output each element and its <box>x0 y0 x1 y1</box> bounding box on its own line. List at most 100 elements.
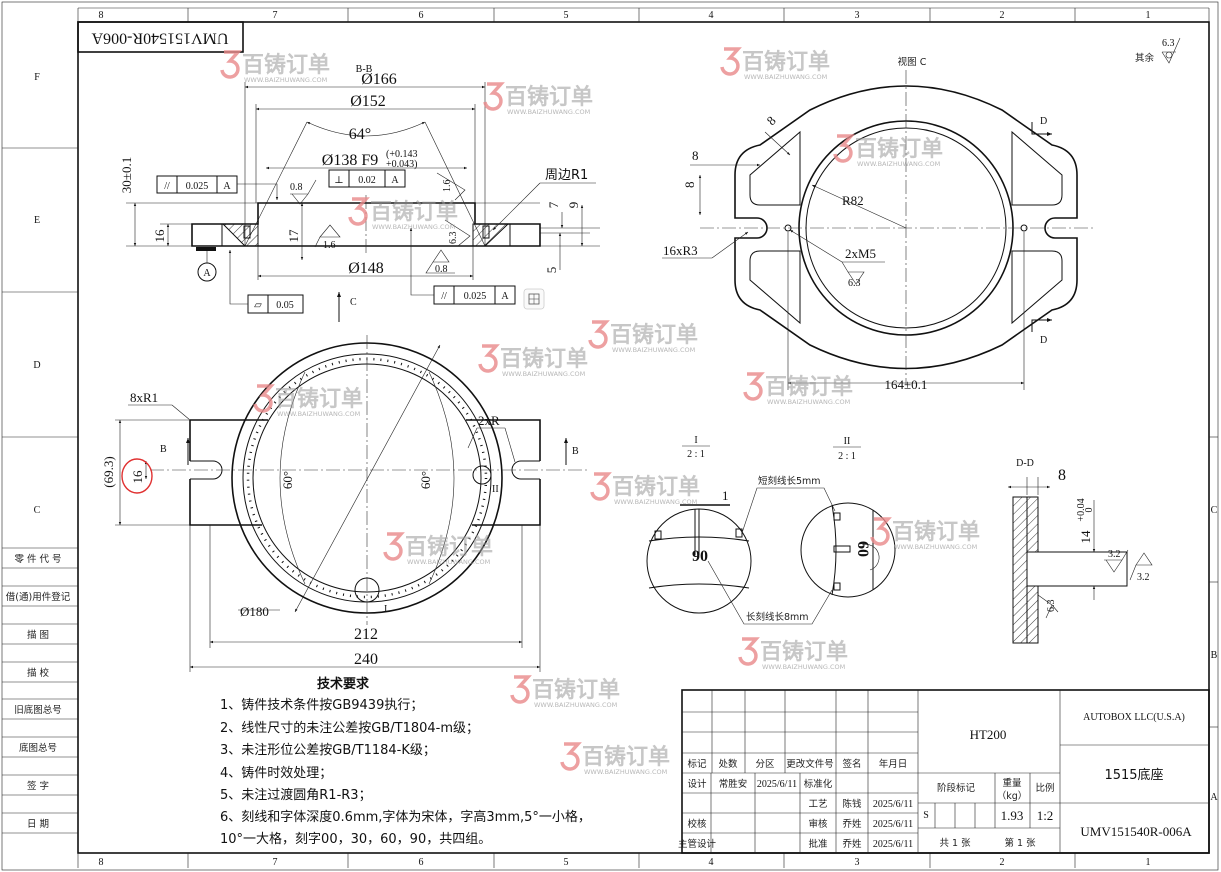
watermark-brand: 百铸订单 <box>612 474 700 500</box>
approve-label: 批准 <box>808 838 828 850</box>
drawing-number-stamp: UMV151540R-006A <box>77 21 244 53</box>
col-number: 2 <box>1000 857 1005 868</box>
approve-date: 2025/6/11 <box>873 839 913 850</box>
detail-dim: 1 <box>722 488 729 503</box>
watermark-url: WWW.BAIZHUWANG.COM <box>507 108 590 116</box>
row-letter: F <box>34 72 40 83</box>
watermark-url: WWW.BAIZHUWANG.COM <box>277 410 360 418</box>
dim-8: 8 <box>764 113 779 128</box>
title-block: 标记 处数 分区 更改文件号 签名 年月日 设计 常胜安 2025/6/11 标… <box>678 689 1210 854</box>
tolerance-lower: +0.043) <box>386 159 417 170</box>
dim-9: 9 <box>566 202 581 209</box>
gdt-symbol: // <box>441 291 447 302</box>
watermark-brand: 百铸订单 <box>742 49 830 75</box>
company-name: AUTOBOX LLC(U.S.A) <box>1083 712 1185 723</box>
section-mark: D <box>1040 335 1047 346</box>
col-number: 3 <box>855 10 860 21</box>
general-roughness-label: 其余 <box>1135 52 1155 64</box>
view-c: 视图 C 8 8 8 R82 16xR3 2xM5 6.3 D D 164±0.… <box>662 56 1095 392</box>
radius-r82: R82 <box>842 193 864 208</box>
gdt-parallelism-frame-2: // 0.025 A <box>409 228 516 305</box>
gdt-flatness-frame: ▱ 0.05 <box>228 250 304 314</box>
gdt-value: 0.025 <box>464 291 487 302</box>
dim-d166: Ø166 <box>361 71 397 88</box>
register-label: 底图总号 <box>19 742 57 754</box>
tech-title: 技术要求 <box>317 676 370 692</box>
tolerance-upper: +0.04 <box>1076 498 1087 521</box>
tolerance-lower: 0 <box>1084 508 1095 513</box>
detail-ii-view: II 2 : 1 60 <box>800 436 896 598</box>
tech-item: 5、未注过渡圆角R1-R3； <box>220 787 372 803</box>
angle-60-left: 60° <box>280 471 295 489</box>
sheets-total: 共 1 张 <box>939 838 971 849</box>
row-letter: C <box>34 505 41 516</box>
datum-a: A <box>196 247 217 282</box>
engraving-text: 90 <box>692 548 708 565</box>
watermark-brand: 百铸订单 <box>855 136 943 162</box>
corner-radius-label: 8xR1 <box>130 390 158 405</box>
row-letter: D <box>33 360 40 371</box>
gdt-parallelism-frame: // 0.025 A <box>156 175 279 200</box>
row-letter: B <box>1211 650 1218 661</box>
detail-i-view: I 2 : 1 1 90 短刻线长5mm 长刻线长8mm <box>646 435 836 625</box>
detail-scale: 2 : 1 <box>687 449 705 460</box>
general-roughness-note: 其余 6.3 <box>1135 37 1181 64</box>
col-number: 2 <box>1000 10 1005 21</box>
watermark-brand: 百铸订单 <box>582 744 670 770</box>
rev-header: 签名 <box>842 758 861 770</box>
roughness-value: 1.6 <box>442 180 453 193</box>
rev-header: 处数 <box>718 758 738 770</box>
col-number: 4 <box>709 10 714 21</box>
dim-d138-fit: Ø138 F9 <box>322 152 378 169</box>
register-label: 零 件 代 号 <box>14 553 61 565</box>
approve-name: 乔姓 <box>842 838 862 850</box>
roughness-value: 6.3 <box>848 278 861 289</box>
dim-width-212: 212 <box>354 626 378 643</box>
col-number: 1 <box>1146 10 1151 21</box>
long-tick-note: 长刻线长8mm <box>746 611 809 623</box>
stamp-number: UMV151540R-006A <box>91 29 228 46</box>
sheet-number: 第 1 张 <box>1004 837 1036 849</box>
thread-label: 2xM5 <box>845 246 876 261</box>
dim-d180: Ø180 <box>240 604 269 619</box>
dim-height-14: 14 <box>1078 530 1093 544</box>
roughness-symbol: 0.8 <box>290 179 317 205</box>
view-arrow-label: C <box>350 297 357 308</box>
dim-width-8: 8 <box>1058 467 1066 484</box>
rev-header: 更改文件号 <box>786 758 834 770</box>
roughness-symbol: 1.6 <box>314 224 341 251</box>
fillet-note: 周边R1 <box>545 168 588 183</box>
row-letters: F E D C C B A <box>33 72 1218 803</box>
dim-height-16: 16 <box>152 229 167 243</box>
detail-title: II <box>844 436 851 447</box>
watermark-brand: 百铸订单 <box>405 534 493 560</box>
dim-8: 8 <box>692 148 699 163</box>
weight-unit: （kg） <box>997 790 1028 802</box>
datum-letter: A <box>203 268 211 279</box>
col-number: 7 <box>273 857 278 868</box>
image-viewer-grid-button[interactable] <box>523 288 545 310</box>
roughness-value: 6.3 <box>1046 600 1057 613</box>
process-name: 陈钱 <box>842 798 862 810</box>
section-title: D-D <box>1016 458 1034 469</box>
red-markup-circle <box>121 458 153 494</box>
slot-radius-label: 16xR3 <box>663 243 698 258</box>
process-date: 2025/6/11 <box>873 799 913 810</box>
tech-item: 3、未注形位公差按GB/T1184-K级； <box>220 743 436 758</box>
review-label: 审核 <box>808 818 828 830</box>
gdt-symbol: ⊥ <box>334 175 343 186</box>
engraving-text: 60 <box>854 541 871 557</box>
watermark-brand: 百铸订单 <box>892 519 980 545</box>
stage-value: S <box>923 810 929 821</box>
dim-d152: Ø152 <box>350 93 386 110</box>
detail-ii-callout: II <box>492 484 499 495</box>
col-number: 5 <box>564 857 569 868</box>
roughness-symbol: 1.6 <box>436 172 466 201</box>
watermark-url: WWW.BAIZHUWANG.COM <box>244 76 327 84</box>
